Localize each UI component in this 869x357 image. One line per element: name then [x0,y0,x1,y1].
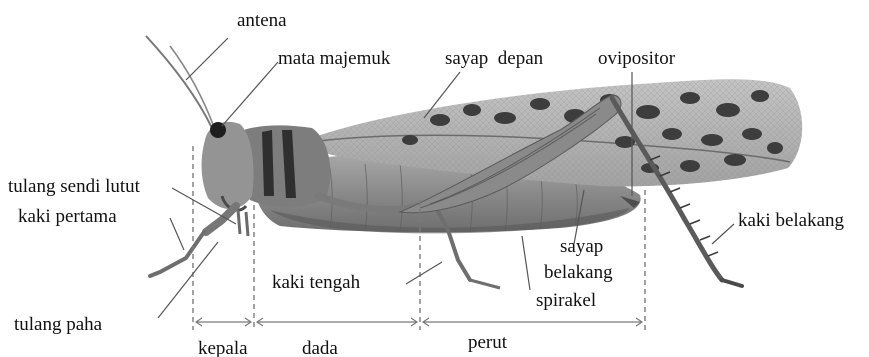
grasshopper-illustration [146,36,802,288]
head-shape [202,122,254,209]
antenna-leader [186,38,228,80]
label-ovipositor: ovipositor [598,48,676,69]
front-leg-claws [238,210,248,236]
label-hind-wing-line1: sayap [560,236,603,257]
middle-leg-tarsus [470,280,500,288]
label-first-leg: kaki pertama [18,206,117,227]
spiracle-leader [522,236,530,290]
hind-leg-tarsus [722,280,742,286]
middle-leg-leader [406,262,442,284]
label-abdomen: perut [468,332,508,353]
label-knee-joint: tulang sendi lutut [8,176,141,197]
label-compound-eye: mata majemuk [278,48,391,69]
label-hind-leg: kaki belakang [738,210,845,231]
label-head: kepala [198,338,248,357]
label-thorax: dada [302,338,338,357]
label-forewing: sayap depan [445,48,544,69]
label-femur: tulang paha [14,314,103,335]
label-antenna: antena [237,10,287,31]
thorax-span-arrow [257,318,417,326]
hind-leg-leader [712,224,734,244]
head-span-arrow [196,318,251,326]
label-middle-leg: kaki tengah [272,272,361,293]
compound-eye-leader [222,62,278,126]
first-leg-leader [170,218,184,250]
abdomen-span-arrow [423,318,642,326]
label-spiracle: spirakel [536,290,596,311]
label-hind-wing-line2: belakang [544,262,613,283]
antenna-left [146,36,212,128]
region-arrows [196,318,642,326]
